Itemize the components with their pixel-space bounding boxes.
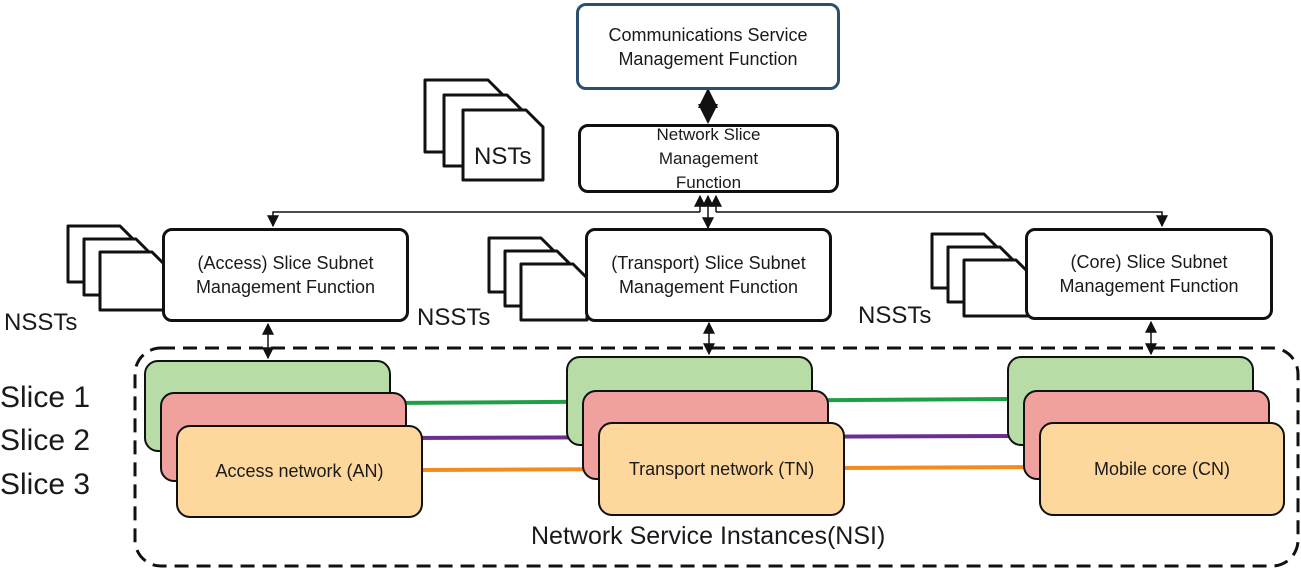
csmf-label: Communications Service Management Functi… — [608, 24, 808, 69]
access-slice-3-tile[interactable]: Access network (AN) — [176, 425, 423, 518]
transport-nssts-document-stack-icon — [487, 236, 589, 322]
access-nssts-document-stack-icon — [66, 224, 168, 312]
access-subnet-label: (Access) Slice Subnet Management Functio… — [195, 253, 376, 297]
core-nssts-document-stack-icon — [930, 232, 1032, 318]
core-network-label: Mobile core (CN) — [1093, 458, 1231, 479]
slice-2-label: Slice 2 — [0, 424, 91, 457]
access-nssts-label: NSSTs — [4, 309, 78, 336]
core-subnet-label: (Core) Slice Subnet Management Function — [1059, 252, 1239, 296]
transport-subnet-box[interactable]: (Transport) Slice Subnet Management Func… — [585, 228, 832, 322]
access-network-label: Access network (AN) — [215, 461, 384, 481]
nsmf-box[interactable]: Network Slice Management Function — [578, 124, 839, 193]
core-subnet-box[interactable]: (Core) Slice Subnet Management Function — [1025, 228, 1273, 320]
nsmf-subnet-connectors — [267, 194, 1168, 230]
csmf-box[interactable]: Communications Service Management Functi… — [576, 3, 840, 90]
nsts-label: NSTs — [474, 143, 532, 170]
slice-1-label: Slice 1 — [0, 381, 91, 414]
subnet-network-connectors — [262, 320, 1157, 360]
nsmf-label: Network Slice Management Function — [656, 124, 761, 192]
transport-subnet-label: (Transport) Slice Subnet Management Func… — [611, 253, 806, 297]
access-subnet-box[interactable]: (Access) Slice Subnet Management Functio… — [162, 228, 409, 322]
transport-slice-3-tile[interactable]: Transport network (TN) — [598, 422, 845, 516]
core-slice-3-tile[interactable]: Mobile core (CN) — [1039, 422, 1285, 516]
nsts-document-stack-icon — [423, 78, 545, 182]
core-nssts-label: NSSTs — [858, 302, 932, 329]
slice-3-label: Slice 3 — [0, 468, 91, 501]
nsi-boundary — [133, 346, 1300, 568]
nsi-label: Network Service Instances(NSI) — [531, 522, 886, 550]
transport-nssts-label: NSSTs — [417, 304, 491, 331]
transport-network-label: Transport network (TN) — [628, 458, 815, 479]
